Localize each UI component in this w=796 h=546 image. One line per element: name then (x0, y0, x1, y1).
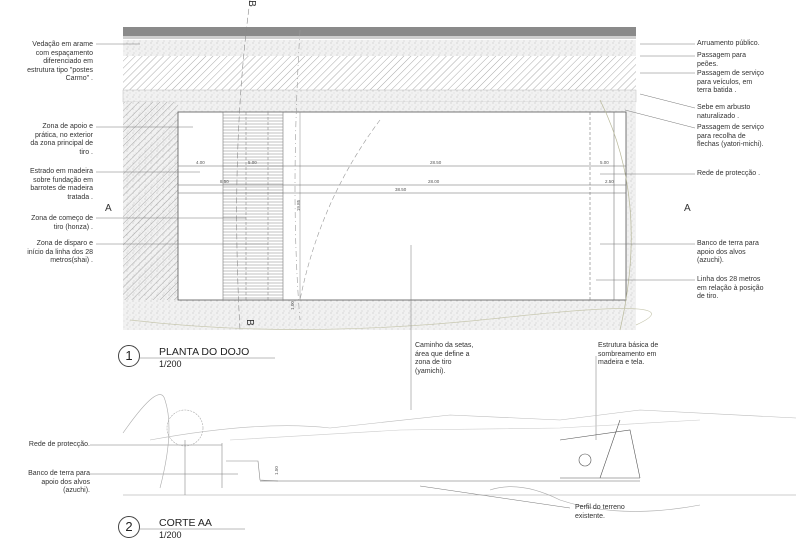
section-number-badge: 2 (118, 516, 140, 538)
label-shade-structure: Estrutura básica de sombreamento em made… (598, 342, 659, 366)
label-honza: Zona de começo de tiro (honza) . (31, 215, 93, 231)
support-zone-hatch (123, 102, 178, 300)
section-marker-a-right: A (684, 203, 691, 214)
hedge (122, 89, 637, 103)
dim-28: 28.00 (428, 179, 440, 184)
label-yatori-michi: Passagem de serviço para recolha de flec… (697, 124, 764, 148)
label-azuchi: Banco de terra para apoio dos alvos (azu… (697, 240, 759, 264)
label-shai: Zona de disparo e início da linha dos 28… (27, 240, 93, 264)
dim-8-5: 8.50 (220, 179, 229, 184)
label-fence: Vedação em arame com espaçamento diferen… (27, 41, 93, 82)
section-marker-b-top: B (245, 0, 257, 7)
label-28m-line: Linha dos 28 metros em relação à posição… (697, 276, 764, 300)
label-yamichi: Caminho da setas, área que define a zona… (415, 342, 474, 375)
section-aa-drawing (122, 394, 796, 512)
label-terrain-profile: Perfil do terreno existente. (575, 504, 625, 520)
section-label-azuchi: Banco de terra para apoio dos alvos (azu… (28, 470, 90, 494)
dim-5b: 5.00 (600, 160, 609, 165)
wooden-platform (222, 111, 284, 301)
label-practice-zone: Zona de apoio e prática, no exterior da … (30, 123, 93, 156)
label-service-road: Passagem de serviço para veículos, em te… (697, 70, 764, 94)
dim-small: 1.00 (289, 301, 295, 310)
dim-4: 4.00 (196, 160, 205, 165)
plan-number-badge: 1 (118, 345, 140, 367)
plan-title: PLANTA DO DOJO (159, 346, 250, 358)
label-protection-net: Rede de protecção . (697, 170, 761, 177)
section-title: CORTE AA (159, 517, 212, 529)
dim-5a: 5.00 (248, 160, 257, 165)
label-hedge: Sebe em arbusto naturalizado . (697, 104, 751, 120)
dim-vertical: 19.85 (296, 199, 302, 212)
dim-28-5: 28.50 (430, 160, 442, 165)
dim-2-5: 2.50 (605, 179, 614, 184)
section-marker-a-left: A (105, 203, 112, 214)
dim-total: 38.50 (395, 187, 407, 192)
section-scale: 1/200 (159, 530, 182, 540)
pedestrian-path (123, 40, 636, 56)
label-public-road: Arruamento público. (697, 40, 760, 47)
section-marker-b-bottom: B (243, 319, 255, 326)
section-label-net: Rede de protecção. (28, 441, 90, 448)
service-road (123, 56, 636, 90)
label-wooden-platform: Estrado em madeira sobre fundação em bar… (29, 168, 93, 201)
dim-section-height: 1.50 (273, 466, 279, 475)
label-pedestrian: Passagem para peões. (697, 52, 747, 68)
plan-scale: 1/200 (159, 359, 182, 369)
